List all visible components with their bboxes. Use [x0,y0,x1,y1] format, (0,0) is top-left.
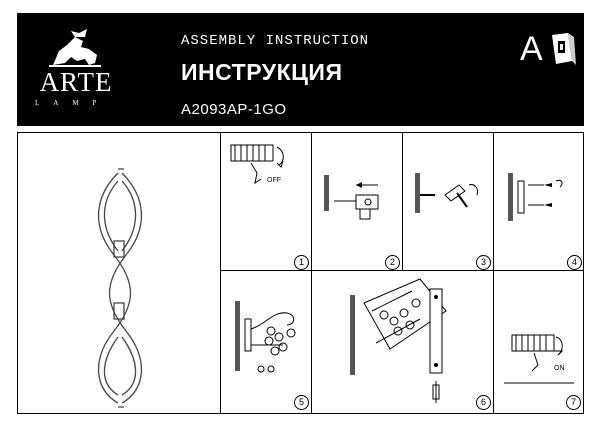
brand-logo: ARTE LAMP [31,27,121,117]
header-banner: ARTE LAMP ASSEMBLY INSTRUCTION ИНСТРУКЦИ… [17,13,584,126]
step-7-number: 7 [566,395,581,410]
step-7: ON 7 [494,271,583,413]
step-4: 4 [494,133,583,271]
title-english: ASSEMBLY INSTRUCTION [181,33,370,49]
step-1-off-label: OFF [267,177,281,184]
product-sketch [97,168,143,408]
power-on-icon [504,334,574,384]
step-4-number: 4 [567,255,582,270]
step-2-number: 2 [385,255,400,270]
drill-icon [324,175,379,220]
step-1-number: 1 [294,255,309,270]
fixture-attach-icon [350,278,447,403]
lion-emblem-icon [49,29,101,67]
screw-mount-icon [508,173,563,221]
step-5-number: 5 [294,395,309,410]
power-off-icon [230,144,284,185]
step-3-number: 3 [476,255,491,270]
step-1: OFF 1 [221,133,312,271]
step-7-on-label: ON [554,365,565,372]
product-drawing [18,133,221,413]
instruction-grid: OFF 1 2 3 [17,132,584,414]
model-number: A2093AP-1GO [181,101,287,118]
step-5: 5 [221,271,312,413]
brand-name: ARTE [39,67,113,97]
brand-subtitle: LAMP [35,99,111,107]
hammer-icon [415,173,478,213]
title-russian: ИНСТРУКЦИЯ [181,59,343,85]
step-2: 2 [312,133,403,271]
wiring-icon [235,301,296,373]
manual-book-icon [552,33,576,65]
step-3: 3 [403,133,494,271]
step-6: 6 [312,271,494,413]
section-letter: A [520,30,543,68]
step-6-number: 6 [476,395,491,410]
